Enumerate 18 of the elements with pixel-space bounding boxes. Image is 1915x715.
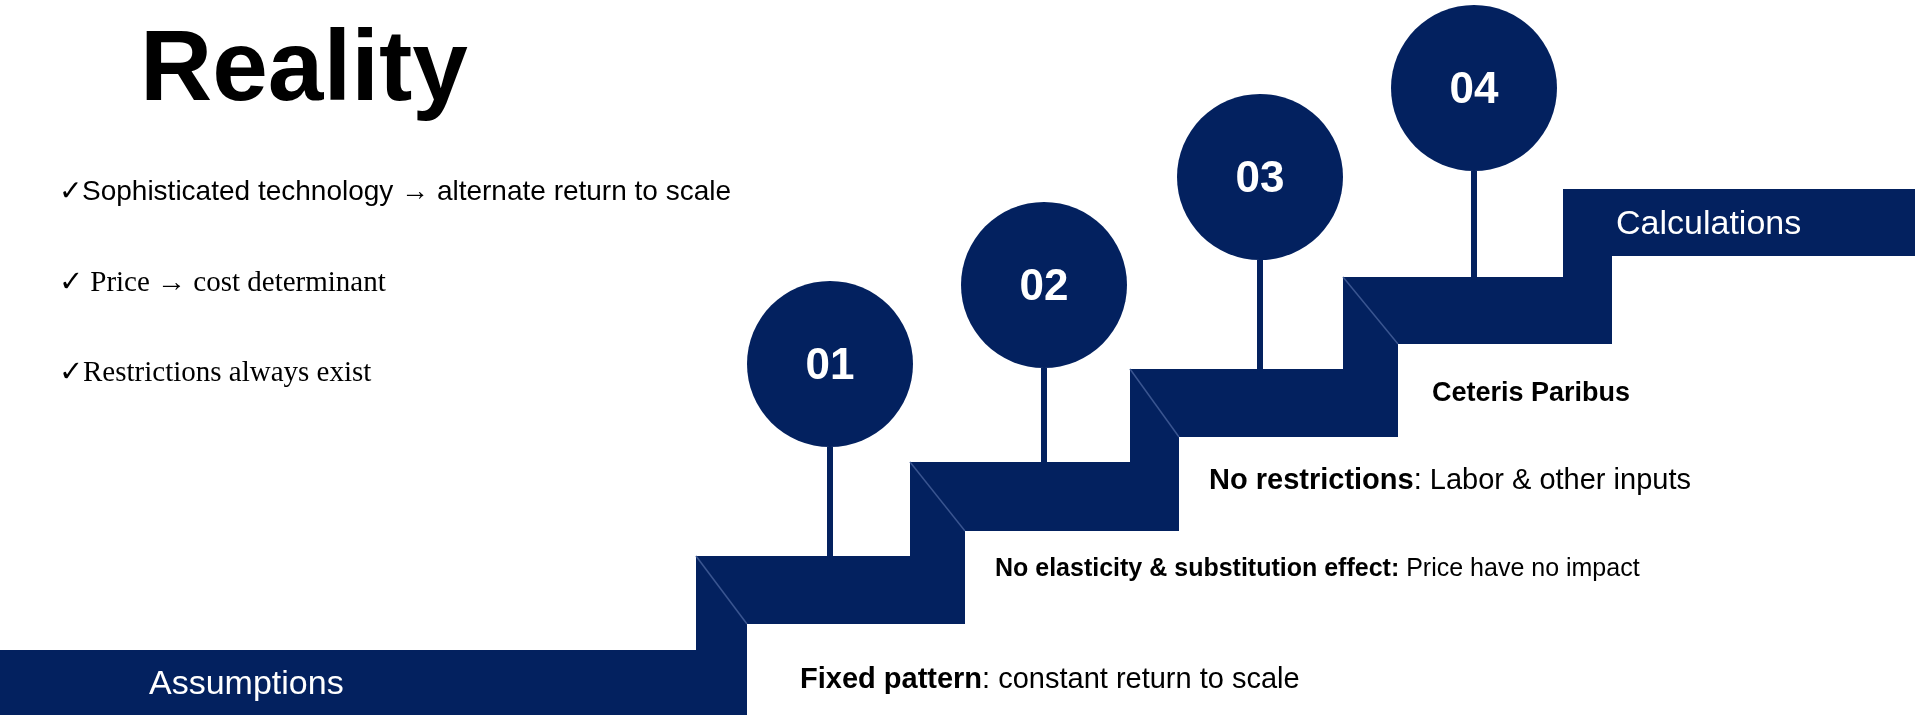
bullet-text: ✓Restrictions always exist [59,354,372,388]
bullet-text: ✓ Price → cost determinant [59,264,386,298]
step-description: Fixed pattern: constant return to scale [800,662,1300,695]
number-circle: 03 [1177,94,1343,260]
connector-line [827,447,833,556]
number-circle: 04 [1391,5,1557,171]
connector-line [1257,260,1263,369]
step-description: No restrictions: Labor & other inputs [1209,463,1691,496]
connector-line [1471,171,1477,277]
connector-line [1041,368,1047,462]
title: Reality [140,8,468,123]
step-band: Assumptions [0,650,747,715]
bullet-text: ✓Sophisticated technology → alternate return to scale [59,174,732,207]
step-band: Calculations [1563,189,1915,256]
number-circle: 01 [747,281,913,447]
step-description: Ceteris Paribus [1432,377,1631,408]
step-description: No elasticity & substitution effect: Price have no impact [995,553,1640,582]
number-circle: 02 [961,202,1127,368]
